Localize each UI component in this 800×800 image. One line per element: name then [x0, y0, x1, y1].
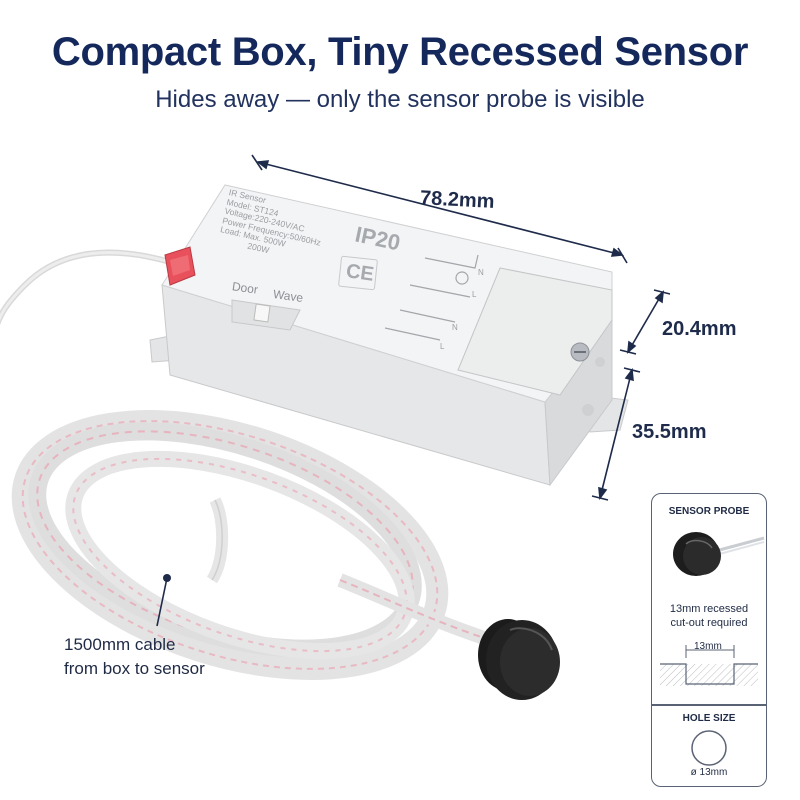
panel-divider: [652, 704, 766, 706]
hole-diameter: ø 13mm: [690, 767, 728, 778]
cutout-line1: 13mm recessed: [669, 603, 749, 615]
probe-thumbnail: [673, 532, 765, 576]
terminal-label: N: [478, 268, 484, 277]
probe-title: SENSOR PROBE: [668, 506, 750, 517]
cable-caption-line2: from box to sensor: [64, 659, 205, 678]
sensor-probe: [478, 619, 560, 700]
controller-box: [149, 184, 629, 487]
page-subtitle: Hides away — only the sensor probe is vi…: [155, 86, 645, 113]
page-title: Compact Box, Tiny Recessed Sensor: [51, 30, 749, 74]
dimension-lines: [251, 154, 671, 501]
dimension-length: 78.2mm: [419, 187, 496, 213]
ce-mark: CE: [344, 260, 376, 286]
cutout-width: 13mm: [694, 641, 722, 652]
dimension-depth: 35.5mm: [632, 421, 707, 443]
cable-caption-line1: 1500mm cable: [64, 635, 176, 654]
coiled-cable: [11, 410, 493, 680]
cutout-diagram: [660, 645, 758, 686]
terminal-label: L: [472, 290, 477, 299]
hole-title: HOLE SIZE: [682, 713, 736, 724]
red-connector: [164, 246, 196, 286]
caption-pointer: [156, 574, 171, 627]
cable-to-left: [0, 249, 171, 325]
dimension-height: 20.4mm: [662, 318, 737, 340]
cutout-line2: cut-out required: [670, 617, 748, 629]
hole-diagram: [691, 730, 727, 766]
cable-caption: 1500mm cable from box to sensor: [64, 633, 205, 681]
terminal-label: L: [440, 342, 445, 351]
terminal-label: N: [452, 323, 458, 332]
sensor-info-panel: SENSOR PROBE 13mm recessed cut-out requi…: [651, 493, 767, 787]
